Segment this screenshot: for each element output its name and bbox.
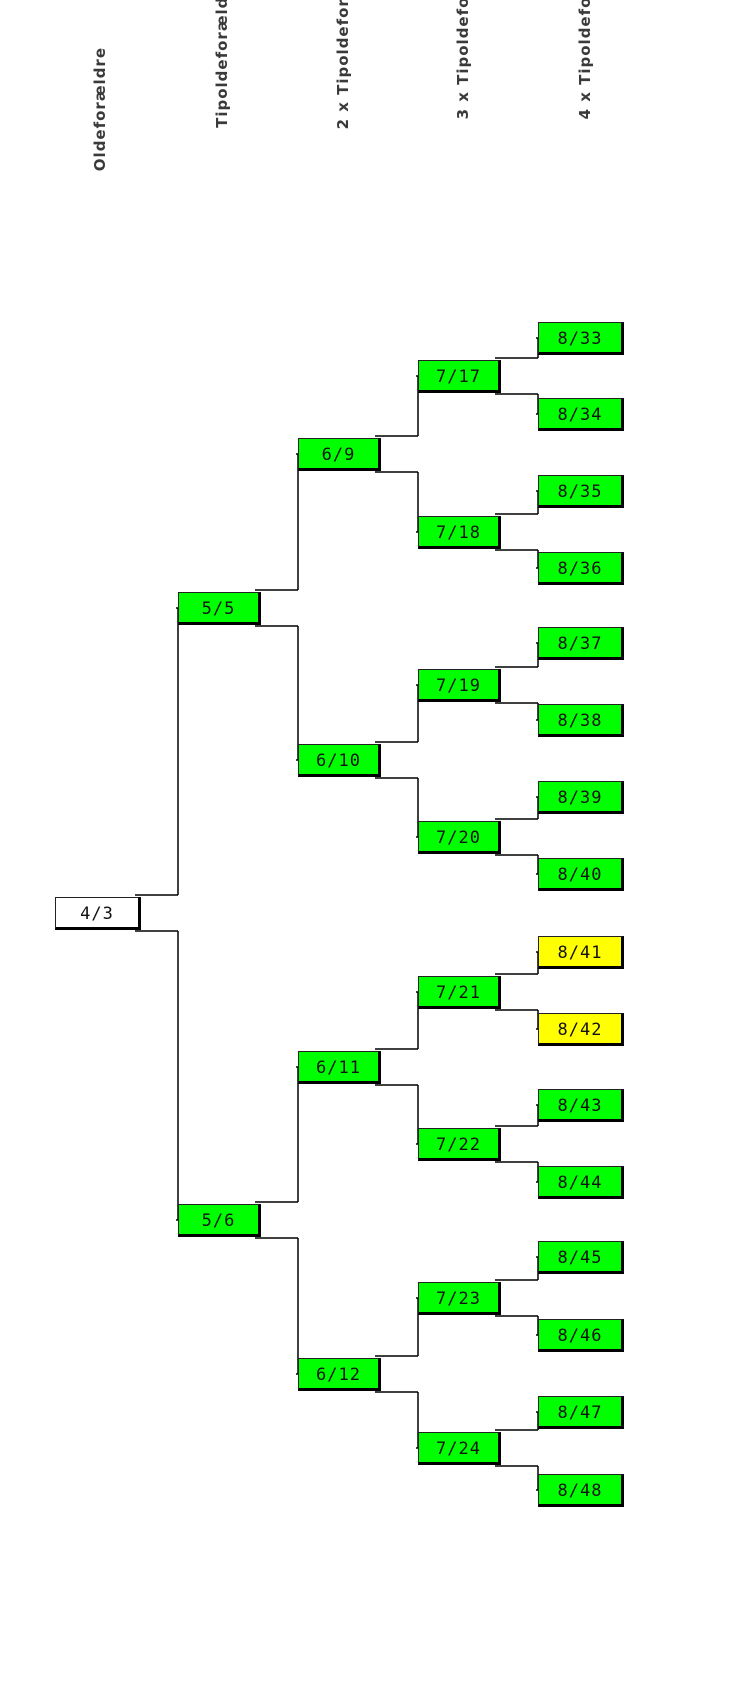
person-box-7-23: 7/23 [418,1281,501,1315]
person-box-8-37: 8/37 [538,626,624,660]
person-box-8-42: 8/42 [538,1012,624,1046]
person-box-7-17: 7/17 [418,359,501,393]
person-box-4-3: 4/3 [55,896,141,930]
person-box-7-20: 7/20 [418,820,501,854]
person-box-8-35: 8/35 [538,474,624,508]
person-box-6-9: 6/9 [298,437,381,471]
person-box-7-21: 7/21 [418,975,501,1009]
person-box-5-6: 5/6 [178,1203,261,1237]
person-box-8-46: 8/46 [538,1318,624,1352]
person-box-8-48: 8/48 [538,1473,624,1507]
person-box-6-12: 6/12 [298,1357,381,1391]
person-box-7-18: 7/18 [418,515,501,549]
person-box-6-11: 6/11 [298,1050,381,1084]
person-box-8-41: 8/41 [538,935,624,969]
person-box-8-43: 8/43 [538,1088,624,1122]
person-box-8-45: 8/45 [538,1240,624,1274]
person-box-8-44: 8/44 [538,1165,624,1199]
person-box-8-39: 8/39 [538,780,624,814]
person-box-7-19: 7/19 [418,668,501,702]
person-box-8-38: 8/38 [538,703,624,737]
person-box-8-40: 8/40 [538,857,624,891]
person-box-8-47: 8/47 [538,1395,624,1429]
person-box-7-24: 7/24 [418,1431,501,1465]
person-box-8-36: 8/36 [538,551,624,585]
person-box-7-22: 7/22 [418,1127,501,1161]
person-box-8-33: 8/33 [538,321,624,355]
person-box-6-10: 6/10 [298,743,381,777]
person-box-5-5: 5/5 [178,591,261,625]
person-box-8-34: 8/34 [538,397,624,431]
